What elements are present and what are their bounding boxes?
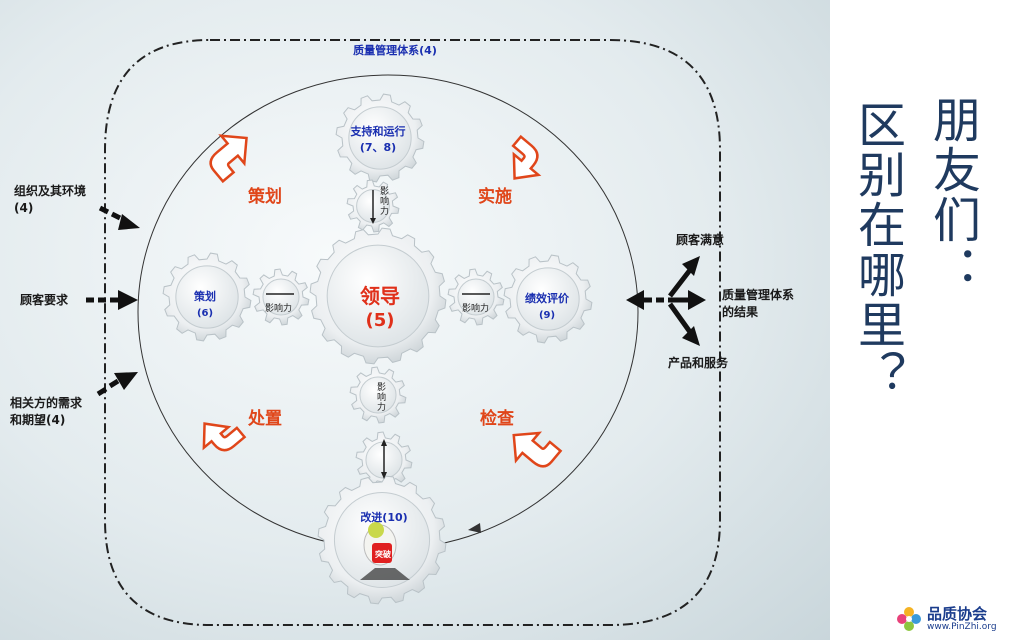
performance-eval-label: 绩效评价: [512, 291, 582, 307]
side-text-col1: 朋友们：: [925, 95, 979, 295]
pdca-plan-label: 策划: [248, 182, 282, 207]
input-parties-label: 相关方的需求和期望(4): [10, 395, 92, 429]
side-panel: 朋友们： 区别在哪里？: [830, 0, 1013, 640]
pinzhi-logo: 品质协会 www.PinZhi.org: [895, 601, 1005, 637]
output-arrows: [626, 256, 706, 346]
planning-gear-label: 策划: [180, 289, 230, 305]
output-products-label: 产品和服务: [668, 355, 748, 372]
performance-eval-clause: (9): [512, 307, 582, 324]
influence-label-right: 影响力: [462, 301, 489, 314]
improvement-label: 改进(10): [344, 509, 424, 526]
pdca-do-label: 实施: [478, 182, 512, 207]
do-arrow: [498, 137, 550, 189]
pdca-check-label: 检查: [480, 404, 514, 429]
diagram-stage: 质量管理体系(4) 领导 (5) 支持和运行(7、8) 策划 (6) 绩效评价 …: [0, 0, 830, 640]
side-text-col2: 区别在哪里？: [850, 100, 904, 430]
planning-gear-clause: (6): [180, 305, 230, 322]
pdca-act-label: 处置: [248, 404, 282, 429]
logo-url: www.PinZhi.org: [927, 622, 997, 632]
input-context-label: 组织及其环境(4): [14, 183, 96, 217]
input-arrow-customer: [86, 290, 138, 310]
gear-influence-right: [448, 269, 504, 325]
check-arrow: [502, 421, 560, 478]
leadership-title: 领导: [340, 280, 420, 309]
influence-label-left: 影响力: [265, 301, 292, 314]
breakthrough-badge: 突破: [373, 546, 393, 563]
leadership-clause: (5): [340, 310, 420, 331]
act-arrow: [192, 409, 244, 461]
output-satisfaction-label: 顾客满意: [676, 232, 756, 249]
influence-label-bottom: 影响力: [374, 382, 387, 412]
gear-influence-left: [253, 269, 309, 325]
support-operation-label: 支持和运行(7、8): [343, 124, 413, 156]
output-results-label: 质量管理体系的结果: [722, 287, 800, 321]
plan-arrow: [200, 124, 258, 181]
qms-title: 质量管理体系(4): [330, 42, 460, 59]
influence-label-top: 影响力: [377, 186, 390, 216]
flower-logo-icon: [895, 605, 923, 633]
logo-name: 品质协会: [927, 603, 987, 624]
input-customer-req-label: 顾客要求: [20, 292, 90, 309]
circle-arrowhead: [468, 523, 481, 533]
